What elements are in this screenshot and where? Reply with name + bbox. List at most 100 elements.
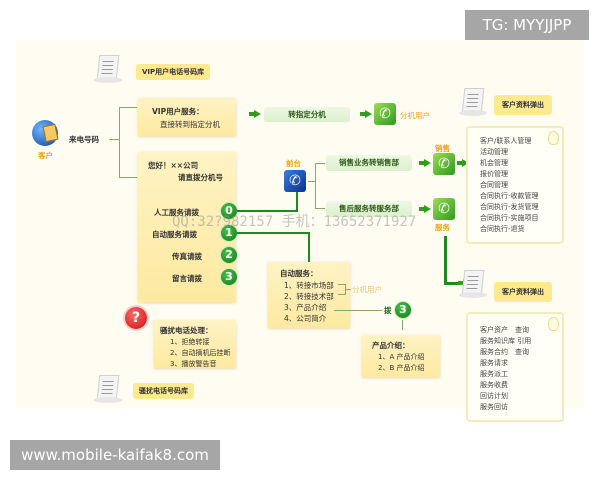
ivr-option-label: 人工服务请拨 — [154, 208, 199, 217]
transfer-extension-bar: 转指定分机 — [264, 107, 350, 122]
product-intro-item: 2、B 产品介绍 — [378, 364, 425, 372]
watermark-overlay-text: QQ:32?982157 手机：13652371927 — [172, 214, 417, 230]
front-desk-phone-icon: ✆ — [284, 170, 306, 192]
harass-item: 2、自动摘机后挂断 — [170, 349, 231, 357]
service-popup-label: 客户资料弹出 — [494, 282, 552, 302]
connector — [334, 310, 382, 311]
ivr-greeting-line2: 请直拨分机号 — [178, 173, 223, 182]
harass-item: 3、播放警告音 — [170, 360, 217, 368]
connector — [338, 284, 346, 285]
service-popup-panel: 客户资产 查询 服务知识库 引用 服务合约 查询 服务请求 服务派工 服务收费 … — [466, 312, 564, 422]
connector — [308, 181, 316, 182]
connector — [402, 320, 403, 330]
auto-service-item: 1、转接市场部 — [284, 281, 334, 290]
sales-route-bar: 销售业务转销售部 — [326, 155, 412, 171]
list-item: 合同管理 — [480, 181, 508, 189]
connector — [315, 208, 325, 209]
connector — [119, 177, 137, 178]
key-3-button[interactable]: 3 — [221, 269, 237, 285]
service-label: 服务 — [435, 223, 450, 232]
arrow-icon — [249, 110, 261, 118]
customer-globe-icon — [32, 120, 59, 146]
dial-label: 拨 — [384, 306, 392, 315]
connector — [308, 232, 310, 262]
bulb-icon — [548, 317, 559, 331]
list-item: 服务回访 — [480, 403, 508, 411]
connector — [315, 163, 325, 164]
connector — [237, 210, 297, 212]
list-item: 服务收费 — [480, 381, 508, 389]
extension-phone-icon: ✆ — [374, 103, 396, 125]
arrow-icon — [419, 159, 431, 167]
list-item: 合同执行-实施项目 — [480, 214, 539, 222]
auto-service-item: 4、公司简介 — [284, 314, 327, 323]
connector — [119, 107, 120, 177]
list-item: 合同执行-退货 — [480, 225, 525, 233]
vip-db-label: VIP用户电话号码库 — [136, 64, 211, 80]
vip-service-title: VIP用户服务： — [152, 107, 204, 116]
sales-popup-panel: 客户/联系人管理 活动管理 机会管理 报价管理 合同管理 合同执行-收款管理 合… — [466, 126, 564, 244]
ivr-option-label: 传真请拨 — [172, 252, 202, 261]
arrow-icon — [360, 110, 372, 118]
list-item: 客户/联系人管理 — [480, 137, 532, 145]
watermark-tag-top: TG: MYYJJPP — [465, 10, 589, 40]
product-intro-title: 产品介绍： — [372, 341, 410, 350]
connector — [119, 107, 137, 108]
connector — [237, 232, 309, 234]
bulb-icon — [548, 131, 559, 145]
connector — [444, 282, 460, 285]
watermark-tag-bottom: www.mobile-kaifak8.com — [10, 440, 220, 470]
service-route-bar: 售后服务转服务部 — [326, 201, 412, 217]
arrow-icon — [457, 159, 469, 167]
extension-user-label: 分机用户 — [400, 111, 430, 120]
auto-service-item: 2、转接技术部 — [284, 292, 334, 301]
sales-phone-icon: ✆ — [433, 153, 455, 175]
document-icon — [459, 86, 487, 116]
document-icon — [94, 53, 122, 83]
ivr-menu-box: 您好！××公司 请直拨分机号 人工服务请拨 自动服务请拨 传真请拨 留言请拨 — [138, 152, 236, 302]
service-popup-list: 客户资产 查询 服务知识库 引用 服务合约 查询 服务请求 服务派工 服务收费 … — [480, 325, 531, 413]
vip-service-box: VIP用户服务： 直接转到指定分机 — [138, 98, 236, 136]
harass-db-label: 骚扰电话号码库 — [133, 383, 194, 399]
harass-handling-box: 骚扰电话处理： 1、拒绝转接 2、自动摘机后挂断 3、播放警告音 — [154, 320, 236, 368]
auto-extension-label: 分机用户 — [352, 285, 382, 294]
dial-3-button[interactable]: 3 — [395, 302, 411, 318]
harass-title: 骚扰电话处理： — [160, 326, 213, 335]
sales-popup-label: 客户资料弹出 — [494, 95, 552, 115]
connector — [109, 139, 119, 140]
auto-service-title: 自动服务： — [280, 269, 318, 278]
ivr-option-label: 留言请拨 — [172, 274, 202, 283]
list-item: 服务知识库 引用 — [480, 337, 532, 345]
connector — [338, 294, 346, 295]
sales-label: 销售 — [435, 144, 450, 153]
key-2-button[interactable]: 2 — [221, 247, 237, 263]
sales-popup-list: 客户/联系人管理 活动管理 机会管理 报价管理 合同管理 合同执行-收款管理 合… — [480, 136, 539, 235]
connector — [345, 284, 346, 295]
diagram-canvas: VIP用户电话号码库 客户 来电号码 VIP用户服务： 直接转到指定分机 转指定… — [16, 40, 584, 422]
list-item: 服务合约 查询 — [480, 348, 529, 356]
incoming-call-label: 来电号码 — [69, 135, 99, 144]
key-0-button[interactable]: 0 — [221, 203, 237, 219]
ivr-option-label: 自动服务请拨 — [152, 230, 197, 239]
list-item: 机会管理 — [480, 159, 508, 167]
front-desk-label: 前台 — [286, 159, 301, 168]
customer-label: 客户 — [38, 151, 53, 160]
list-item: 合同执行-发货管理 — [480, 203, 539, 211]
list-item: 活动管理 — [480, 148, 508, 156]
question-icon: ? — [125, 307, 147, 329]
list-item: 报价管理 — [480, 170, 508, 178]
arrow-icon — [419, 205, 431, 213]
list-item: 服务请求 — [480, 359, 508, 367]
ivr-greeting-line1: 您好！××公司 — [148, 161, 199, 170]
connector — [296, 192, 298, 212]
key-1-button[interactable]: 1 — [221, 225, 237, 241]
document-icon — [459, 268, 487, 298]
auto-service-box: 自动服务： 1、转接市场部 2、转接技术部 3、产品介绍 4、公司简介 — [268, 262, 350, 328]
vip-service-desc: 直接转到指定分机 — [160, 120, 220, 129]
connector — [346, 289, 351, 290]
auto-service-item: 3、产品介绍 — [284, 303, 327, 312]
product-intro-box: 产品介绍： 1、A 产品介绍 2、B 产品介绍 — [362, 335, 440, 377]
harass-item: 1、拒绝转接 — [170, 338, 210, 346]
list-item: 服务派工 — [480, 370, 508, 378]
connector — [444, 236, 447, 284]
